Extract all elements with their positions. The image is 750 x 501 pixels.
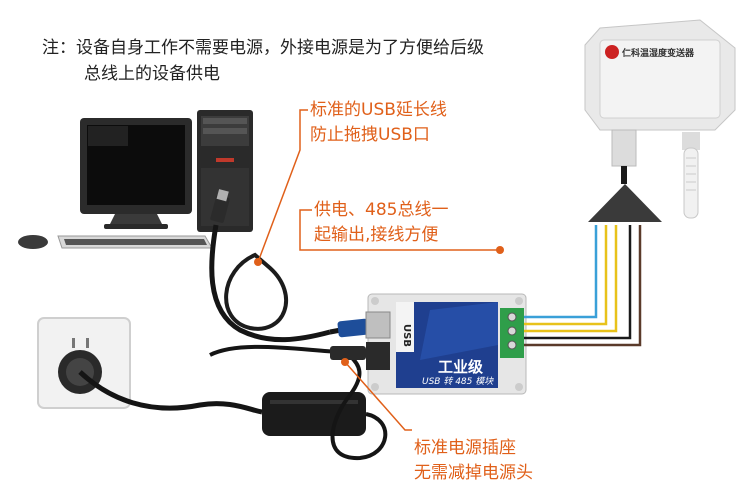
- callout-bus-line-1: 供电、485总线一: [314, 200, 449, 220]
- callout-usb-cable: 标准的USB延长线 防止拖拽USB口: [310, 98, 447, 148]
- sensor-brand-label: 仁科温湿度变送器: [622, 49, 695, 59]
- pc-tower-illustration: [197, 110, 253, 232]
- note-text: 注：设备自身工作不需要电源，外接电源是为了方便给后级 总线上的设备供电: [42, 35, 484, 87]
- keyboard-illustration: [57, 235, 213, 249]
- callout-usb-line-1: 标准的USB延长线: [310, 100, 447, 120]
- callout-socket-line-1: 标准电源插座: [414, 438, 516, 458]
- monitor-illustration: [80, 118, 192, 229]
- leader-lines: [254, 109, 504, 431]
- callout-usb-line-2: 防止拖拽USB口: [310, 125, 430, 145]
- note-line-1: 注：设备自身工作不需要电源，外接电源是为了方便给后级: [42, 38, 484, 58]
- leader-socket: [344, 361, 412, 431]
- note-line-2: 总线上的设备供电: [84, 64, 220, 84]
- leader-usb: [257, 109, 308, 263]
- module-title: 工业级: [438, 358, 484, 376]
- mouse-illustration: [18, 235, 48, 249]
- module-usb-label: USB: [401, 324, 412, 347]
- bus-wires-illustration: [524, 225, 642, 347]
- callout-bus-line-2: 起输出,接线方便: [314, 225, 439, 245]
- callout-power-bus: 供电、485总线一 起输出,接线方便: [314, 198, 448, 248]
- leader-bus: [299, 209, 500, 251]
- callout-power-socket: 标准电源插座 无需减掉电源头: [414, 436, 533, 486]
- wall-socket-illustration: [37, 317, 131, 409]
- usb-cable-illustration: [209, 189, 369, 343]
- usb-485-module-illustration: [365, 293, 527, 395]
- cable-gland-illustration: [588, 184, 662, 222]
- module-subtitle: USB 转 485 模块: [422, 377, 494, 387]
- sensor-illustration: [584, 19, 736, 219]
- power-adapter-illustration: [78, 344, 388, 461]
- callout-socket-line-2: 无需减掉电源头: [414, 463, 533, 483]
